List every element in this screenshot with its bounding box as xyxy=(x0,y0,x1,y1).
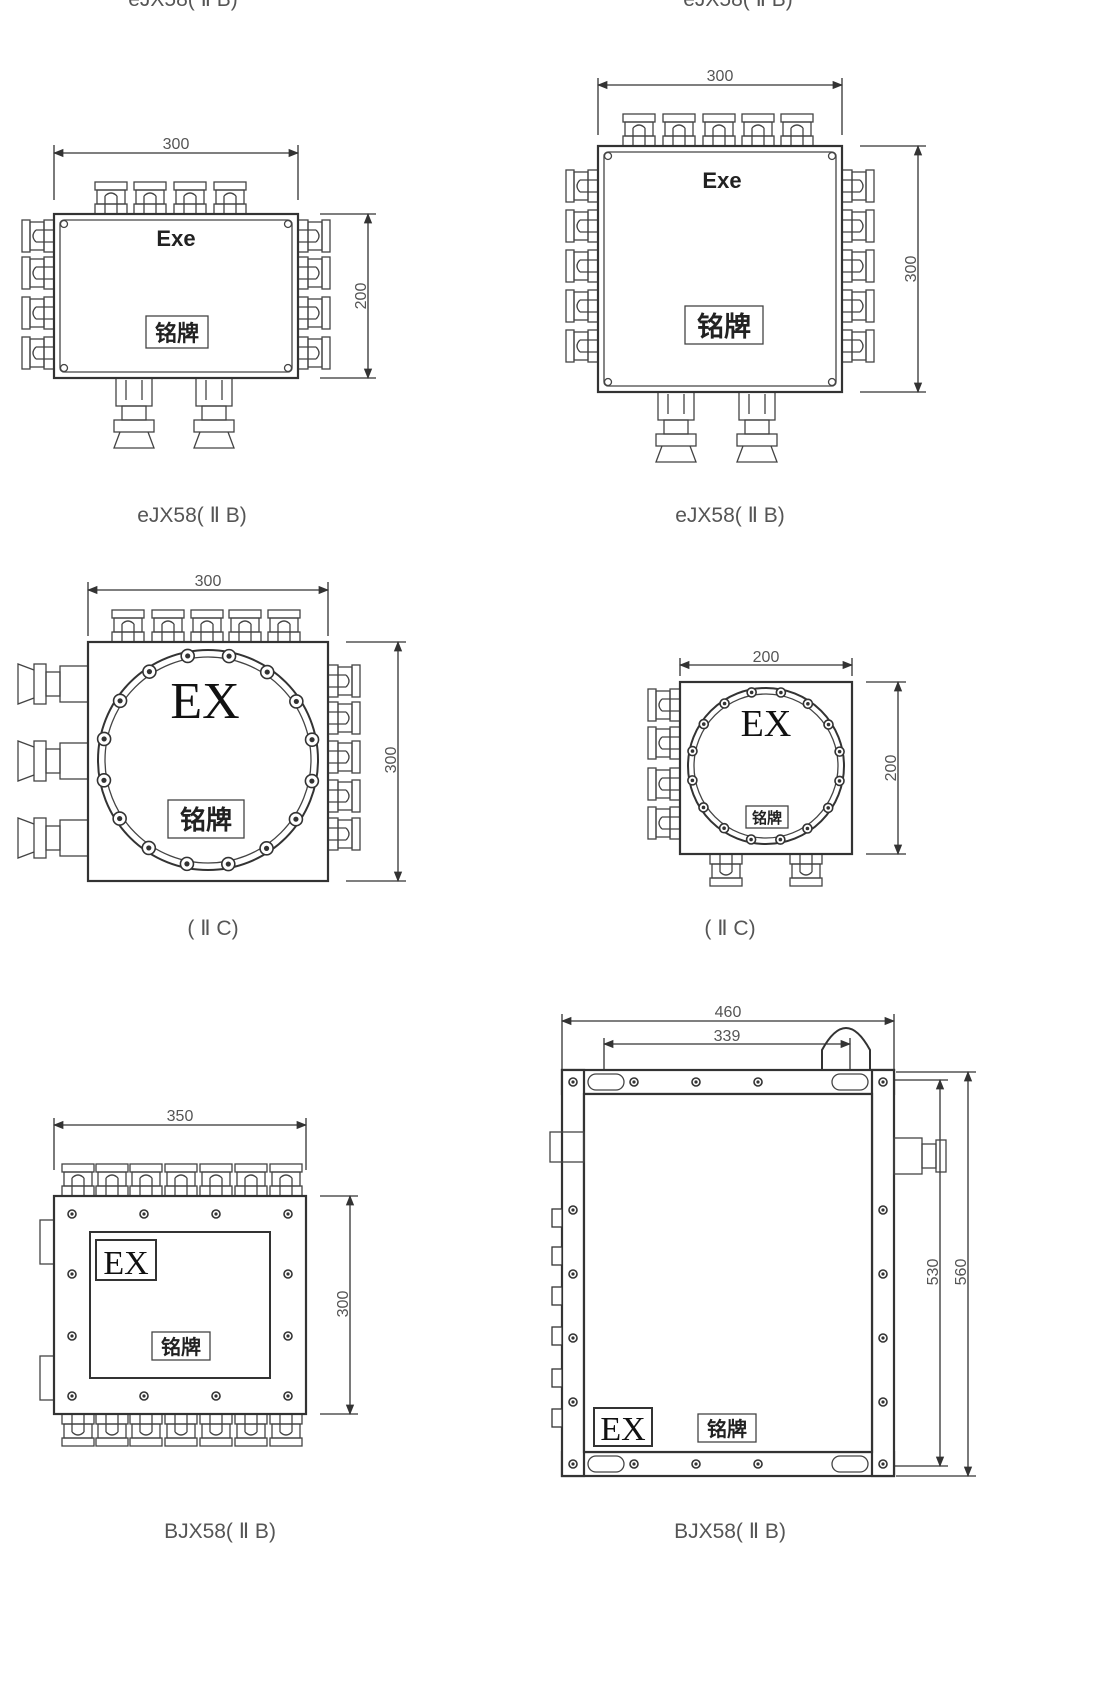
width-dimension: 200 xyxy=(753,649,780,666)
marking-ex: EX xyxy=(600,1411,645,1448)
nameplate-label: 铭牌 xyxy=(161,1335,201,1359)
diagram-bjx58-350x300: 350 300 EX 铭牌 BJX58( Ⅱ B) xyxy=(39,1108,358,1543)
side-stub xyxy=(551,1408,563,1428)
partial-caption-left: eJX58( Ⅱ B) xyxy=(128,0,238,11)
diagram-iic-300x300: 300 300 EX 铭牌 ( Ⅱ C) xyxy=(17,573,406,940)
diagram-bjx58-460x560: 460 339 530 560 EX 铭牌 xyxy=(549,1004,976,1543)
height-dimension: 560 xyxy=(953,1259,970,1286)
height-dimension: 200 xyxy=(883,755,900,782)
width-dimension: 350 xyxy=(167,1108,194,1125)
marking-exe: Exe xyxy=(702,168,741,193)
diagram-caption: eJX58( Ⅱ B) xyxy=(675,504,785,527)
diagram-ejx58-300x300: 300 300 Exe 铭牌 eJX58( Ⅱ B) xyxy=(565,68,926,527)
width-dimension: 460 xyxy=(715,1004,742,1021)
cover-bolts xyxy=(96,648,320,872)
side-stub xyxy=(551,1208,563,1228)
diagram-caption: eJX58( Ⅱ B) xyxy=(137,504,247,527)
width-dimension: 300 xyxy=(707,68,734,85)
side-fittings xyxy=(551,1208,563,1428)
diagram-caption: ( Ⅱ C) xyxy=(704,917,755,940)
nameplate-label: 铭牌 xyxy=(707,1417,747,1441)
width-dimension: 300 xyxy=(163,136,190,153)
side-stub xyxy=(551,1286,563,1306)
nameplate-label: 铭牌 xyxy=(155,321,199,347)
rail-bolts xyxy=(568,1077,888,1469)
marking-ex: EX xyxy=(741,703,792,745)
nameplate-label: 铭牌 xyxy=(752,809,782,827)
height-dimension: 200 xyxy=(353,283,370,310)
diagram-caption: ( Ⅱ C) xyxy=(187,917,238,940)
diagram-ejx58-300x200: 300 200 Exe 铭牌 eJX58( Ⅱ B) xyxy=(21,136,376,527)
height-dimension: 300 xyxy=(335,1291,352,1318)
marking-exe: Exe xyxy=(156,226,195,251)
flange-bolts xyxy=(67,1209,293,1401)
side-stub xyxy=(551,1368,563,1388)
cover-bolts xyxy=(687,687,845,845)
diagram-iic-200x200: 200 200 EX 铭牌 ( Ⅱ C) xyxy=(647,649,906,940)
nameplate-label: 铭牌 xyxy=(697,312,751,343)
inner-height-dimension: 530 xyxy=(925,1259,942,1286)
side-stub xyxy=(551,1326,563,1346)
diagram-caption: BJX58( Ⅱ B) xyxy=(674,1520,786,1543)
marking-ex: EX xyxy=(170,673,239,730)
side-stub xyxy=(551,1246,563,1266)
width-dimension: 300 xyxy=(195,573,222,590)
nameplate-label: 铭牌 xyxy=(180,805,232,836)
inner-width-dimension: 339 xyxy=(714,1028,741,1045)
marking-ex: EX xyxy=(103,1245,148,1282)
height-dimension: 300 xyxy=(903,256,920,283)
height-dimension: 300 xyxy=(383,747,400,774)
partial-caption-right: eJX58( Ⅱ B) xyxy=(683,0,793,11)
diagram-caption: BJX58( Ⅱ B) xyxy=(164,1520,276,1543)
